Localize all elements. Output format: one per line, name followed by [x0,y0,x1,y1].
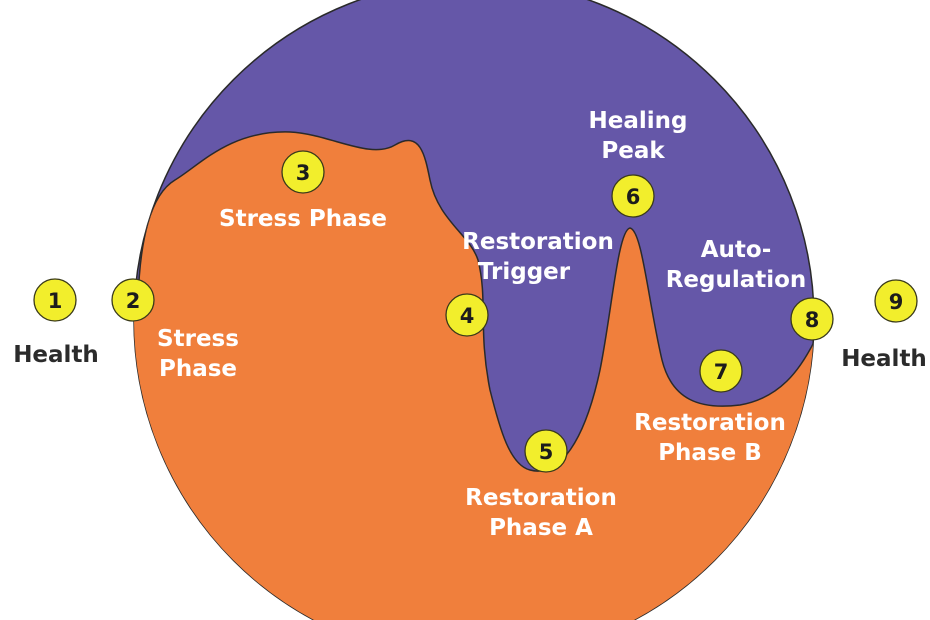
auto-regulation-line2: Regulation [666,267,807,293]
restoration-phase-a-line2: Phase A [489,515,593,541]
health-left-label: Health [13,342,99,368]
svg-text:4: 4 [460,304,475,328]
svg-text:8: 8 [805,308,820,332]
stage-marker-4: 4 [445,293,489,337]
stage-marker-3: 3 [281,150,325,194]
healing-peak-line2: Peak [601,138,665,164]
lower-region [134,131,814,620]
stage-marker-5: 5 [524,429,568,473]
stage-marker-7: 7 [699,349,743,393]
svg-text:2: 2 [126,289,141,313]
restoration-phase-a-line1: Restoration [465,485,617,511]
restoration-phase-b-line1: Restoration [634,410,786,436]
stage-marker-9: 9 [874,279,918,323]
stage-marker-8: 8 [790,297,834,341]
svg-text:5: 5 [539,440,554,464]
svg-text:1: 1 [48,289,63,313]
stress-phase-2-line2: Phase [159,356,237,382]
restoration-phase-b-line2: Phase B [658,440,762,466]
stress-phase-3-label: Stress Phase [219,206,387,232]
restoration-trigger-line1: Restoration [462,229,614,255]
stress-phase-2-line1: Stress [157,326,239,352]
restoration-trigger-line2: Trigger [478,259,571,285]
healing-peak-line1: Healing [589,108,688,134]
svg-text:9: 9 [889,290,904,314]
stage-marker-1: 1 [33,278,77,322]
stage-marker-2: 2 [111,278,155,322]
svg-text:3: 3 [296,161,311,185]
svg-text:6: 6 [626,185,641,209]
health-right-label: Health [841,346,927,372]
auto-regulation-line1: Auto- [701,237,772,263]
svg-text:7: 7 [714,360,729,384]
stage-marker-6: 6 [611,174,655,218]
